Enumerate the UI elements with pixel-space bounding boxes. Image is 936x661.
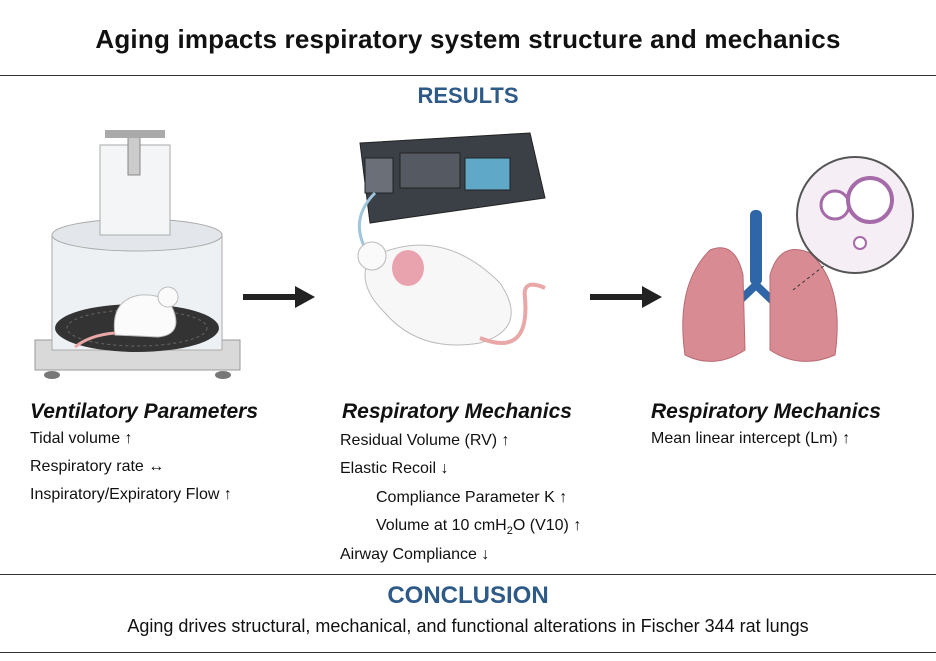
v10-result: Volume at 10 cmH2O (V10) ↑	[376, 517, 581, 537]
conclusion-divider	[0, 574, 936, 575]
figure-title: Aging impacts respiratory system structu…	[95, 24, 841, 54]
v10-label-pre: Volume at 10 cmH	[376, 517, 507, 534]
results-heading: RESULTS	[417, 83, 519, 108]
respiratory-mechanics-heading: Respiratory Mechanics	[342, 400, 572, 423]
tidal-volume-result: Tidal volume ↑	[30, 430, 133, 447]
v10-label-sub: 2	[506, 525, 513, 538]
lungs-histology-icon	[682, 156, 914, 362]
airway-compliance-result: Airway Compliance ↓	[340, 546, 490, 563]
right-arrow-icon	[243, 286, 315, 308]
v10-label-post: O (V10) ↑	[512, 517, 582, 534]
respiratory-mechanics-structure-heading: Respiratory Mechanics	[651, 400, 881, 423]
flow-result: Inspiratory/Expiratory Flow ↑	[30, 486, 232, 503]
elastic-recoil-result: Elastic Recoil ↓	[340, 460, 449, 477]
residual-volume-result: Residual Volume (RV) ↑	[340, 432, 510, 449]
title-divider	[0, 75, 936, 76]
bottom-divider	[0, 652, 936, 653]
conclusion-heading: CONCLUSION	[387, 582, 549, 609]
ventilatory-parameters-heading: Ventilatory Parameters	[30, 400, 258, 423]
conclusion-text: Aging drives structural, mechanical, and…	[127, 616, 809, 636]
respiratory-rate-result: Respiratory rate ↔	[30, 458, 165, 475]
compliance-parameter-k-result: Compliance Parameter K ↑	[376, 489, 568, 506]
mean-linear-intercept-result: Mean linear intercept (Lm) ↑	[651, 430, 851, 447]
right-arrow-icon	[590, 286, 662, 308]
plethysmograph-chamber-icon	[34, 130, 241, 379]
ventilator-rat-icon	[357, 132, 546, 346]
